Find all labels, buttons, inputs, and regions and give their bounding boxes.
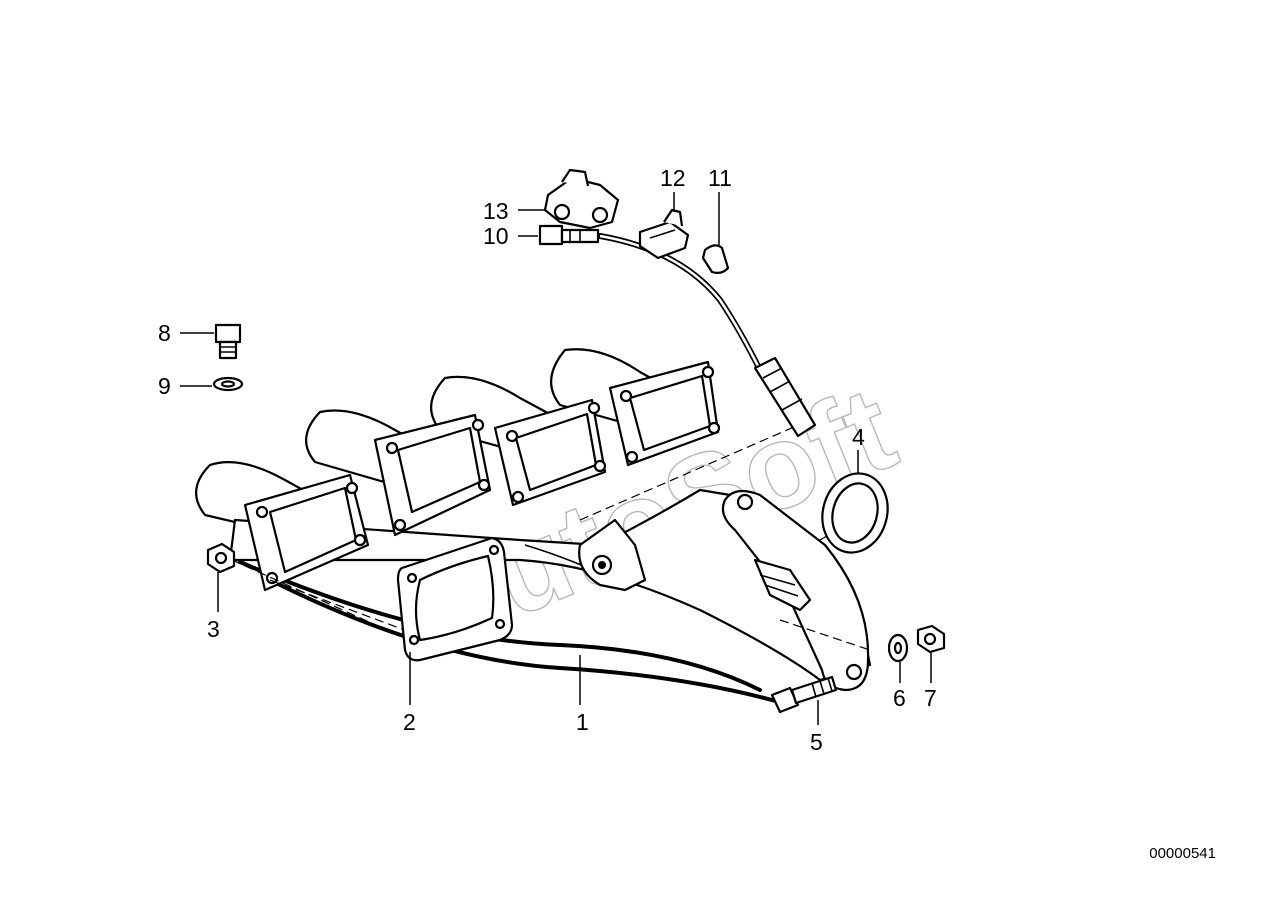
callout-9: 9 <box>158 373 171 399</box>
callout-3: 3 <box>207 616 220 642</box>
holder <box>638 208 690 260</box>
plug-screw <box>214 323 242 360</box>
callout-6: 6 <box>893 685 906 711</box>
bolt <box>770 675 838 714</box>
diagram-reference-number: 00000541 <box>1149 845 1216 862</box>
callout-10: 10 <box>483 223 509 249</box>
callout-1: 1 <box>576 709 589 735</box>
callout-11: 11 <box>708 165 732 191</box>
callout-7: 7 <box>924 685 937 711</box>
port-flange-4 <box>608 360 721 467</box>
washer <box>887 633 909 663</box>
cable-holder <box>543 168 620 230</box>
callout-12: 12 <box>660 165 686 191</box>
seal-ring <box>821 472 889 554</box>
port-flange-1 <box>243 473 370 592</box>
collar-nut <box>916 624 946 654</box>
callout-5: 5 <box>810 729 823 755</box>
nut <box>206 542 236 574</box>
callout-8: 8 <box>158 320 171 346</box>
callout-13: 13 <box>483 198 509 224</box>
port-flange-3 <box>493 398 607 507</box>
gasket-ring <box>212 376 244 392</box>
port-flange-2 <box>373 413 492 537</box>
callout-2: 2 <box>403 709 416 735</box>
gasket <box>396 536 514 662</box>
callout-4: 4 <box>852 424 865 450</box>
clip <box>701 244 730 274</box>
leader-lines <box>180 192 932 725</box>
